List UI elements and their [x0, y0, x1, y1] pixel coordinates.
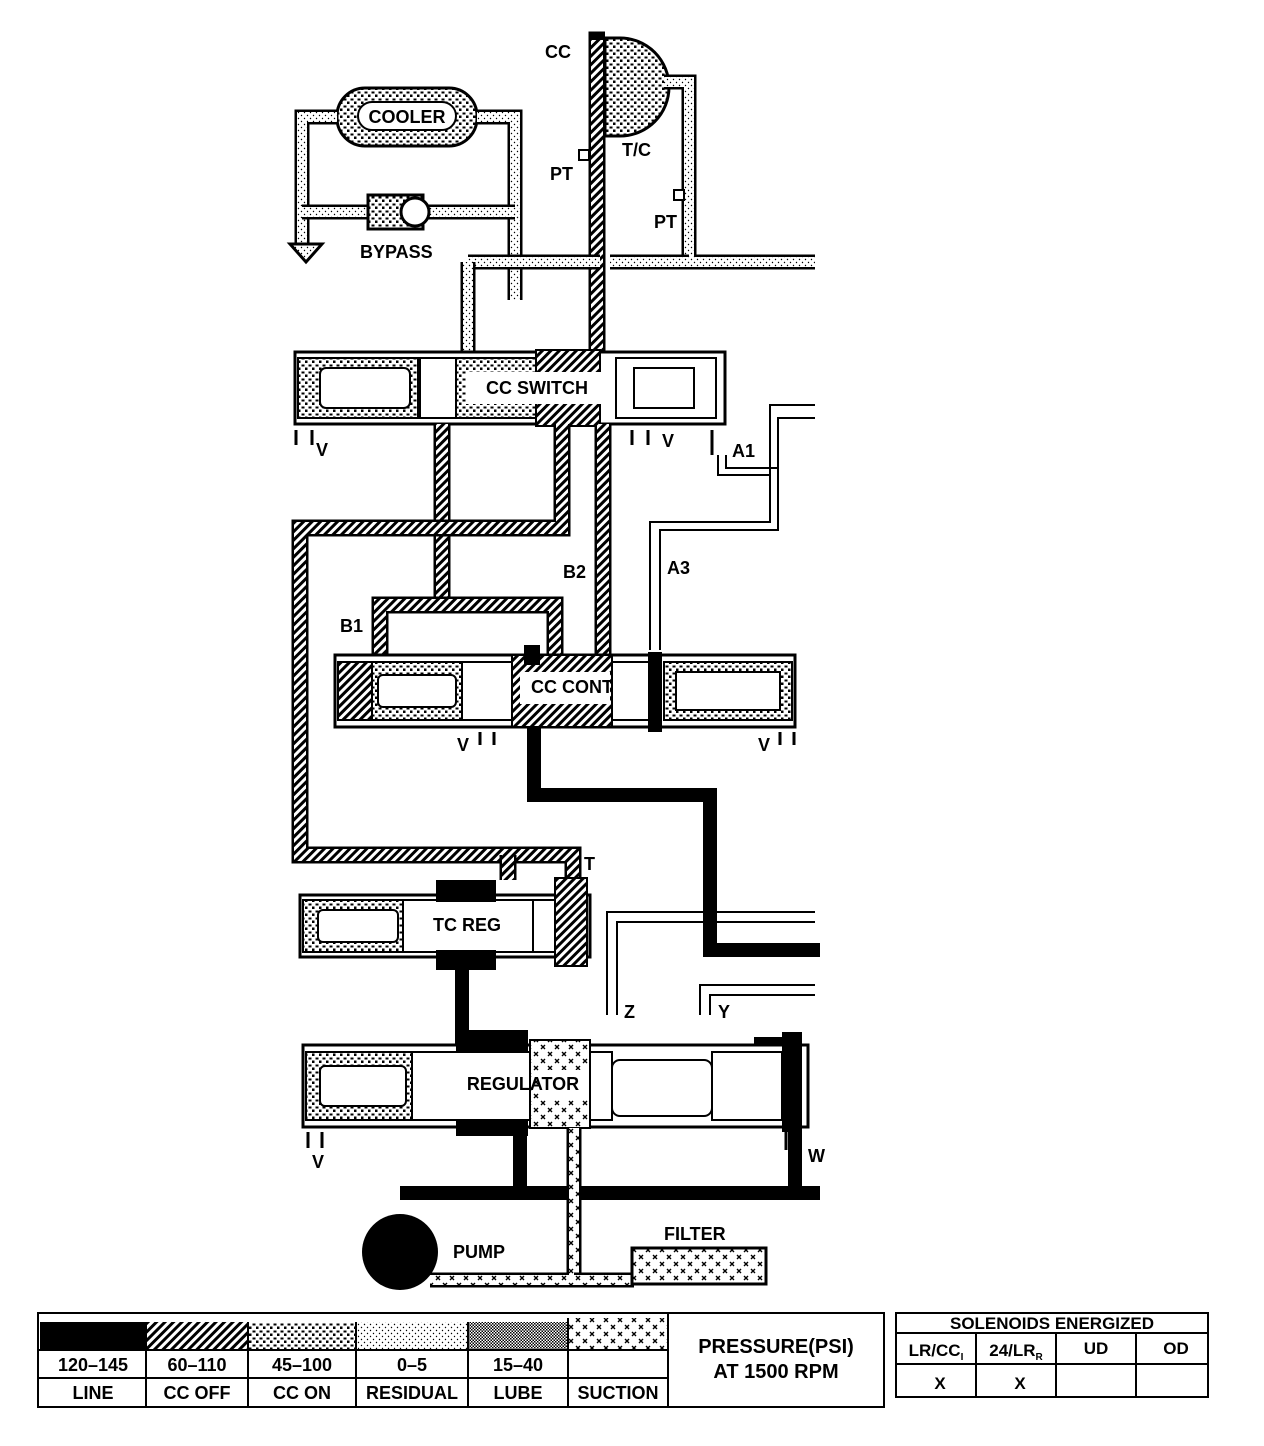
label-v-cont-right: V [758, 735, 770, 755]
torque-converter [460, 31, 815, 360]
legend-range-cc-on: 45–100 [272, 1355, 332, 1375]
legend-name-lube: LUBE [494, 1383, 543, 1403]
label-v-reg: V [312, 1152, 324, 1172]
cc-switch-valve [293, 349, 727, 455]
pressure-legend: 120–145 60–110 45–100 0–5 15–40 LINE CC … [37, 1312, 885, 1408]
solenoid-value-lrcc: X [934, 1374, 946, 1393]
pressure-tap-left [578, 149, 590, 161]
residual-lines [606, 404, 815, 1015]
legend-swatch-suction [568, 1318, 668, 1350]
solenoid-header-24lr: 24/LRR [989, 1341, 1043, 1363]
solenoid-value-24lr: X [1014, 1374, 1026, 1393]
cooler-circuit [286, 86, 523, 300]
solenoid-header-od: OD [1163, 1339, 1189, 1358]
label-cc: CC [545, 42, 571, 62]
legend-title-line2: AT 1500 RPM [713, 1361, 838, 1383]
legend-name-suction: SUCTION [578, 1383, 659, 1403]
legend-swatch-cc-on [248, 1322, 356, 1350]
label-b1: B1 [340, 616, 363, 636]
label-v-cont-left: V [457, 735, 469, 755]
label-regulator: REGULATOR [467, 1074, 579, 1094]
label-bypass: BYPASS [360, 242, 433, 262]
label-v-switch-right: V [662, 431, 674, 451]
pump-icon [362, 1214, 438, 1290]
legend-range-line: 120–145 [58, 1355, 128, 1375]
label-cc-cont: CC CONT [531, 677, 613, 697]
bypass-ball [399, 196, 431, 228]
regulator-valve [301, 1030, 810, 1150]
suction-circuit [430, 1128, 768, 1288]
solenoids-table: SOLENOIDS ENERGIZED LR/CCI 24/LRR UD OD … [895, 1312, 1209, 1398]
diagram-labels: CC COOLER BYPASS PT PT T/C CC SWITCH V V… [312, 42, 825, 1262]
solenoid-header-ud: UD [1084, 1339, 1109, 1358]
filter-icon [630, 1246, 768, 1286]
label-pt-right: PT [654, 212, 677, 232]
drain-arrow [286, 242, 326, 265]
label-b2: B2 [563, 562, 586, 582]
label-w: W [808, 1146, 825, 1166]
tc-reg-valve [298, 877, 592, 970]
pressure-tap-right [673, 189, 685, 201]
solenoids-title: SOLENOIDS ENERGIZED [950, 1314, 1154, 1333]
label-z: Z [624, 1002, 635, 1022]
legend-range-cc-off: 60–110 [167, 1355, 226, 1375]
legend-swatch-line [40, 1322, 146, 1350]
label-t: T [584, 854, 595, 874]
legend-name-cc-on: CC ON [273, 1383, 331, 1403]
label-cooler: COOLER [368, 107, 445, 127]
label-pump: PUMP [453, 1242, 505, 1262]
label-a3: A3 [667, 558, 690, 578]
legend-range-residual: 0–5 [397, 1355, 427, 1375]
legend-range-lube: 15–40 [493, 1355, 543, 1375]
label-a1: A1 [732, 441, 755, 461]
solenoid-header-lrcc: LR/CCI [909, 1341, 964, 1363]
legend-name-line: LINE [72, 1383, 113, 1403]
label-y: Y [718, 1002, 730, 1022]
legend-swatch-residual [356, 1322, 468, 1350]
label-tc-reg: TC REG [433, 915, 501, 935]
cc-cont-valve [333, 645, 797, 745]
label-tc: T/C [622, 140, 651, 160]
cc-off-lines [291, 424, 612, 880]
line-pressure [362, 727, 820, 1290]
legend-title-line1: PRESSURE(PSI) [698, 1336, 854, 1358]
label-pt-left: PT [550, 164, 573, 184]
label-v-switch-left: V [316, 440, 328, 460]
label-cc-switch: CC SWITCH [486, 378, 588, 398]
legend-swatch-cc-off [146, 1322, 248, 1350]
legend-name-residual: RESIDUAL [366, 1383, 458, 1403]
label-filter: FILTER [664, 1224, 726, 1244]
legend-swatch-lube [468, 1322, 568, 1350]
legend-name-cc-off: CC OFF [164, 1383, 231, 1403]
tc-dome [603, 36, 671, 138]
